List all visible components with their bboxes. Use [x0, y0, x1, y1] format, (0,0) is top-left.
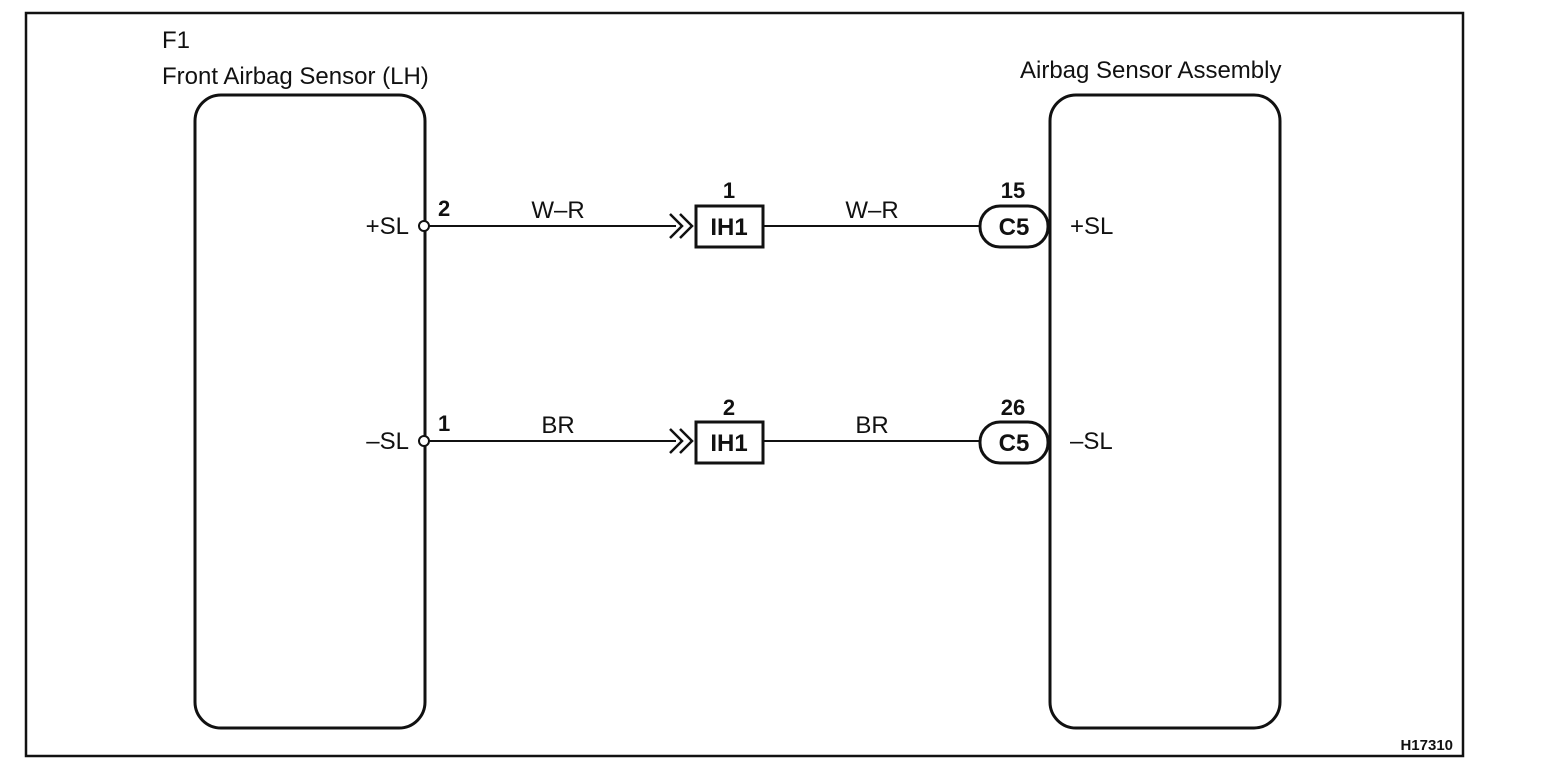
right-terminal-label: +SL: [1070, 213, 1113, 240]
left-pin-number: 1: [438, 411, 450, 436]
junction-pin-number: 2: [723, 395, 735, 420]
wire-color-label: BR: [855, 412, 888, 439]
wire-color-label: W–R: [845, 197, 898, 224]
left-pin-number: 2: [438, 196, 450, 221]
connector-pin-number: 15: [1001, 178, 1025, 203]
right-component-name: Airbag Sensor Assembly: [1020, 57, 1281, 84]
connector-label: C5: [999, 430, 1030, 457]
connector-pin-number: 26: [1001, 395, 1025, 420]
left-component-code: F1: [162, 27, 190, 54]
left-terminal-label: +SL: [366, 213, 409, 240]
junction-connector-label: IH1: [710, 430, 747, 457]
airbag-sensor-assembly-box: [1048, 93, 1282, 730]
front-airbag-sensor-box: [193, 93, 427, 730]
circuit-plus-sl: +SL 2 W–R 1 IH1 W–R 15 C5 +SL: [366, 178, 1113, 249]
terminal-dot: [418, 435, 430, 447]
terminal-dot: [418, 220, 430, 232]
connector-chevron: [669, 213, 684, 239]
junction-connector-box: [694, 420, 765, 465]
connector-oval: [978, 204, 1050, 249]
left-terminal-label: –SL: [366, 428, 409, 455]
connector-label: C5: [999, 214, 1030, 241]
diagram-frame: [24, 11, 1465, 758]
figure-id: H17310: [1400, 737, 1453, 754]
connector-oval: [978, 420, 1050, 465]
wire-color-label: BR: [541, 412, 574, 439]
left-component-name: Front Airbag Sensor (LH): [162, 63, 429, 90]
connector-chevron: [679, 428, 694, 454]
junction-pin-number: 1: [723, 178, 735, 203]
connector-chevron: [669, 428, 684, 454]
wire-color-label: W–R: [531, 197, 584, 224]
right-terminal-label: –SL: [1070, 428, 1113, 455]
connector-chevron: [679, 213, 694, 239]
junction-connector-label: IH1: [710, 214, 747, 241]
circuit-minus-sl: –SL 1 BR 2 IH1 BR 26 C5 –SL: [366, 395, 1113, 465]
